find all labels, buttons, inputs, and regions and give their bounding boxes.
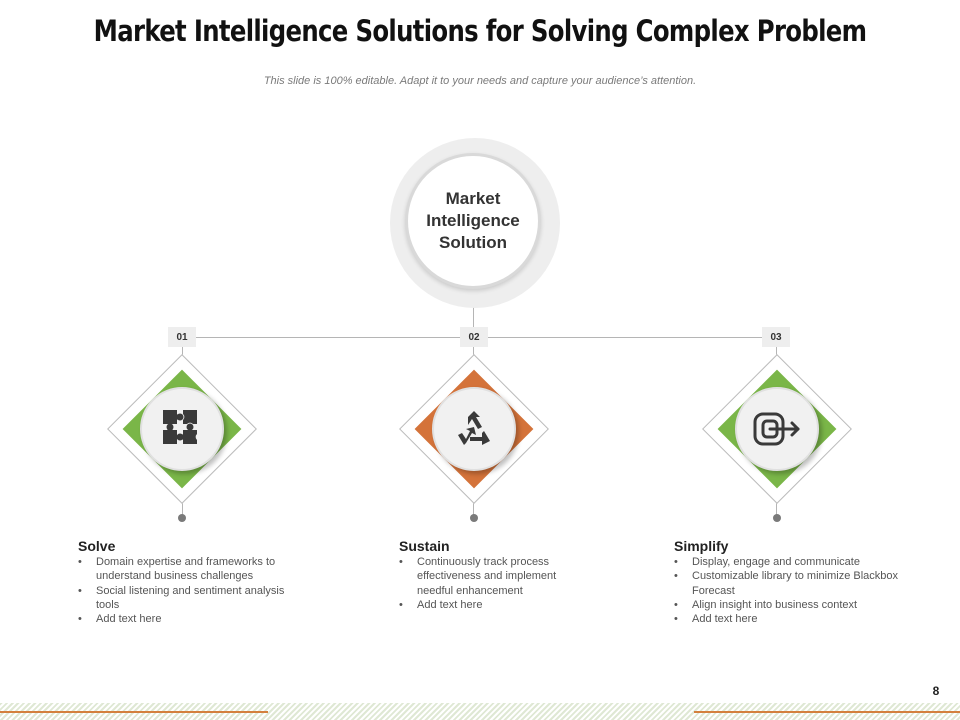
bullet-item: Add text here: [78, 612, 298, 627]
bullet-item: Continuously track process effectiveness…: [399, 555, 564, 598]
bullet-list-01: Domain expertise and frameworks to under…: [78, 555, 298, 627]
puzzle-icon: [163, 410, 197, 444]
page-number: 8: [932, 684, 940, 698]
bullet-item: Customizable library to minimize Blackbo…: [674, 569, 899, 598]
slide-title: Market Intelligence Solutions for Solvin…: [93, 14, 867, 48]
hub-circle: Market Intelligence Solution: [405, 153, 541, 289]
bullet-item: Add text here: [674, 612, 899, 627]
export-icon: [753, 412, 800, 446]
badge-03: 03: [762, 327, 790, 347]
node-dot-01: [178, 514, 186, 522]
stem-01: [182, 500, 183, 515]
connector-02: [473, 347, 474, 359]
card-title-03: Simplify: [674, 538, 729, 554]
node-dot-03: [773, 514, 781, 522]
node-circle-03: [735, 387, 819, 471]
bullet-item: Add text here: [399, 598, 564, 613]
node-circle-02: [432, 387, 516, 471]
node-dot-02: [470, 514, 478, 522]
footer-line-right: [694, 711, 960, 713]
badge-01: 01: [168, 327, 196, 347]
stem-03: [776, 500, 777, 515]
slide-subtitle: This slide is 100% editable. Adapt it to…: [263, 75, 697, 87]
card-title-01: Solve: [78, 538, 116, 554]
bullet-item: Social listening and sentiment analysis …: [78, 584, 298, 613]
node-circle-01: [140, 387, 224, 471]
footer-line-left: [0, 711, 268, 713]
hub-connector: [473, 306, 474, 338]
bullet-list-03: Display, engage and communicate Customiz…: [674, 555, 899, 627]
connector-03: [776, 347, 777, 359]
bullet-item: Display, engage and communicate: [674, 555, 899, 570]
badge-02: 02: [460, 327, 488, 347]
hub-label: Market Intelligence Solution: [426, 189, 520, 252]
bullet-item: Align insight into business context: [674, 598, 899, 613]
bullet-item: Domain expertise and frameworks to under…: [78, 555, 298, 584]
recycle-icon: [458, 411, 490, 445]
stem-02: [473, 500, 474, 515]
bullet-list-02: Continuously track process effectiveness…: [399, 555, 564, 612]
card-title-02: Sustain: [399, 538, 450, 554]
connector-01: [182, 347, 183, 359]
footer-pattern: [0, 703, 960, 720]
